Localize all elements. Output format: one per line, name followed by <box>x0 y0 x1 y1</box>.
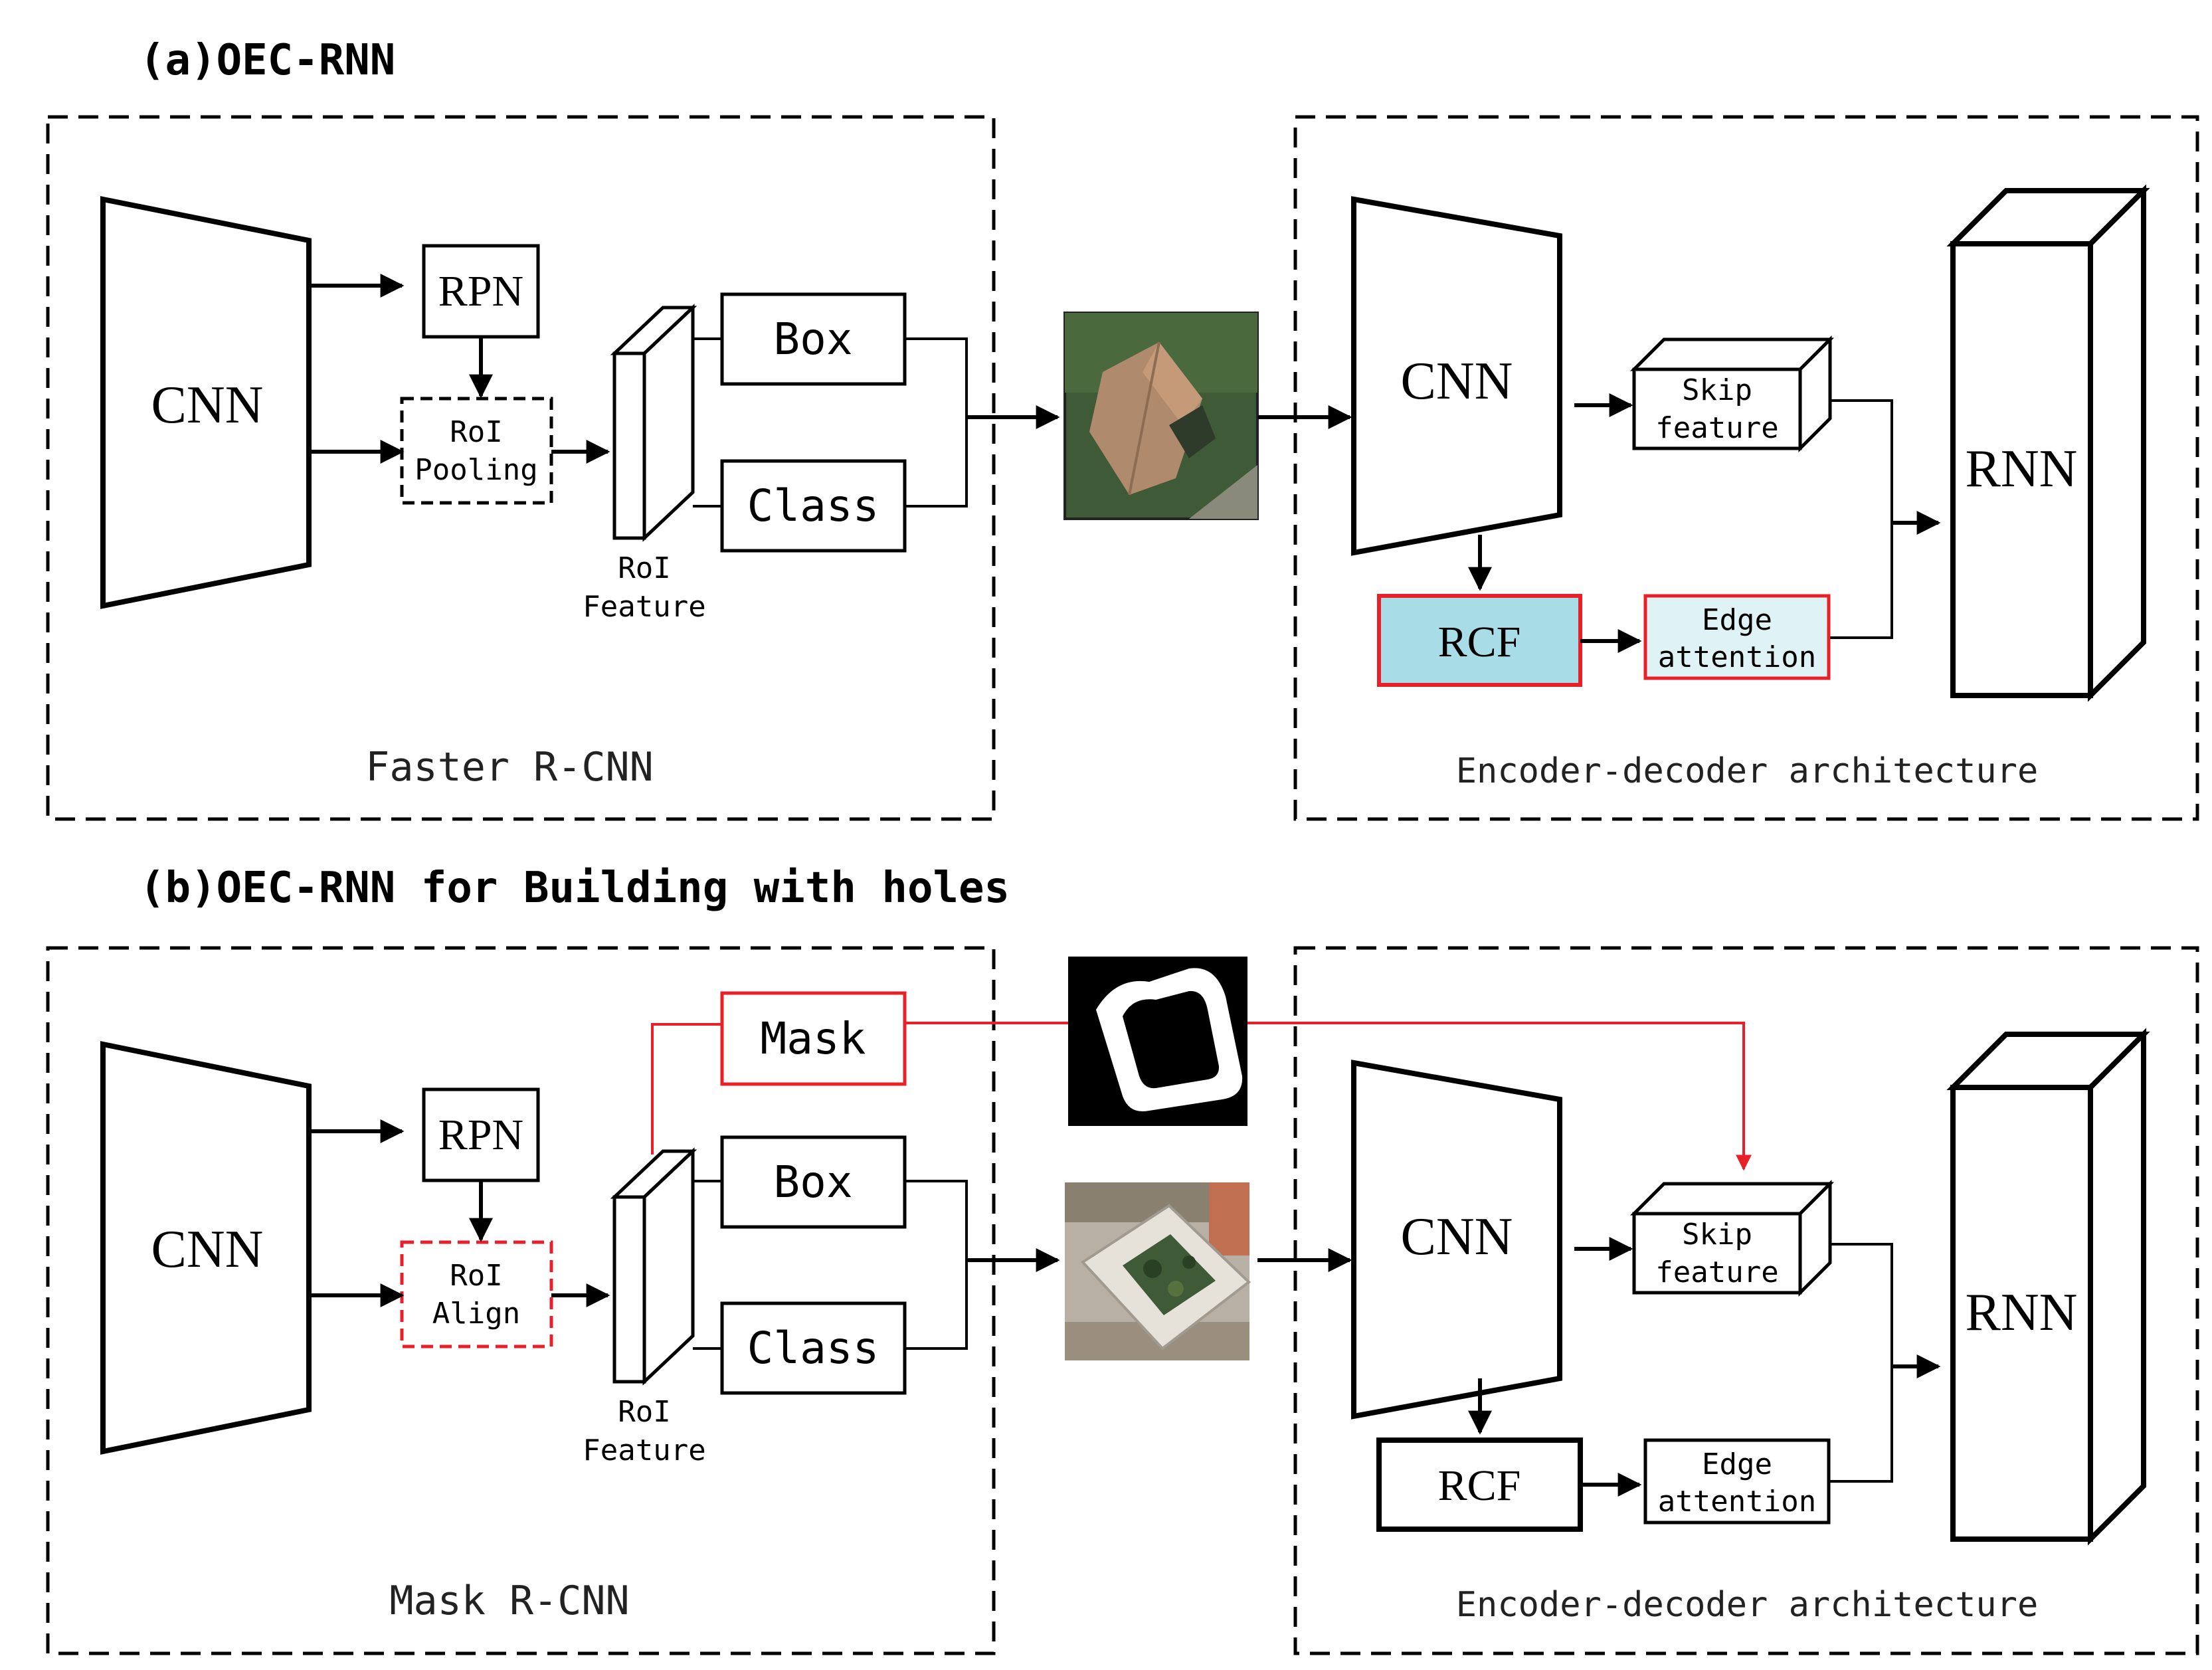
roi-feature-line2: Feature <box>583 590 705 624</box>
encoder-cnn-label: CNN <box>1401 352 1513 411</box>
panel-a: (a)OEC-RNN CNN RPN RoI Pooling RoI Featu… <box>46 36 2199 821</box>
backbone-cnn-a <box>100 196 312 609</box>
rnn-block-b <box>1946 1028 2150 1546</box>
mask-head <box>720 991 907 1086</box>
aerial-image-courtyard <box>1065 1182 1251 1360</box>
encoder-decoder-caption-b: Encoder-decoder architecture <box>1456 1585 2039 1625</box>
skip-feature-box-a <box>1629 335 1835 453</box>
aerial-image-roof <box>1063 312 1259 520</box>
encoder-cnn-label-b: CNN <box>1401 1208 1513 1266</box>
encoder-cnn-a <box>1351 196 1562 556</box>
rnn-block-a <box>1946 184 2150 702</box>
rpn-label-b: RPN <box>438 1111 523 1159</box>
roi-feature-slab-a <box>610 304 697 542</box>
box-head-b <box>720 1135 907 1229</box>
panel-a-title: (a)OEC-RNN <box>139 36 395 85</box>
encoder-decoder-caption-a: Encoder-decoder architecture <box>1456 751 2039 791</box>
edge-attention-box-b <box>1643 1438 1831 1525</box>
rcf-label-b: RCF <box>1438 1461 1521 1510</box>
box-label: Box <box>773 314 852 365</box>
roi-feature-line1-b: RoI <box>618 1395 670 1429</box>
faster-rcnn-caption: Faster R-CNN <box>365 744 653 790</box>
mask-rcnn-caption: Mask R-CNN <box>389 1578 629 1624</box>
skip-line1: Skip <box>1682 373 1752 407</box>
panel-b-title: (b)OEC-RNN for Building with holes <box>139 864 1010 913</box>
rnn-label: RNN <box>1966 440 2078 498</box>
merge-bracket-a <box>905 337 968 508</box>
rcf-box-a <box>1377 594 1582 687</box>
rpn-label: RPN <box>438 267 523 316</box>
edge-line2-b: attention <box>1658 1485 1816 1519</box>
roi-align-line2: Align <box>432 1297 520 1331</box>
box-label-b: Box <box>773 1157 852 1208</box>
roi-pooling-line2: Pooling <box>415 453 537 487</box>
rpn-box-b <box>422 1087 540 1182</box>
backbone-cnn-label-b: CNN <box>151 1220 264 1279</box>
roi-align-line1: RoI <box>450 1259 502 1293</box>
edge-line1: Edge <box>1702 603 1772 637</box>
roi-align-box <box>400 1240 553 1348</box>
mask-label: Mask <box>761 1013 866 1064</box>
class-head-b <box>720 1301 907 1395</box>
mask-rcnn-container <box>46 946 996 1655</box>
backbone-cnn-label: CNN <box>151 376 264 434</box>
rpn-box-a <box>422 244 540 339</box>
mask-to-skip-arrow <box>1247 1022 1752 1171</box>
skip-line2-b: feature <box>1655 1255 1778 1289</box>
skip-line1-b: Skip <box>1682 1218 1752 1252</box>
edge-attention-box-a <box>1643 594 1831 680</box>
roi-feature-line2-b: Feature <box>583 1434 705 1467</box>
class-head-a <box>720 459 907 553</box>
mask-branch-line <box>651 1023 722 1155</box>
edge-line2: attention <box>1658 640 1816 674</box>
box-head-a <box>720 292 907 386</box>
encoder-decoder-container-b <box>1293 946 2199 1655</box>
edge-line1-b: Edge <box>1702 1447 1772 1481</box>
roi-feature-slab-b <box>610 1147 697 1386</box>
rnn-label-b: RNN <box>1966 1283 2078 1342</box>
rcf-label: RCF <box>1438 618 1521 666</box>
mask-image <box>1068 957 1247 1126</box>
faster-rcnn-container <box>46 115 996 821</box>
merge-bracket-encoder-b <box>1830 1243 1893 1483</box>
skip-feature-box-b <box>1629 1179 1835 1297</box>
merge-bracket-encoder-a <box>1830 399 1893 639</box>
encoder-cnn-b <box>1351 1060 1562 1420</box>
merge-bracket-b <box>905 1180 968 1350</box>
backbone-cnn-b <box>100 1041 312 1455</box>
class-label-b: Class <box>747 1323 879 1374</box>
skip-line2: feature <box>1655 411 1778 445</box>
roi-feature-line1: RoI <box>618 551 670 585</box>
roi-pooling-box <box>400 397 553 505</box>
encoder-decoder-container-a <box>1293 115 2199 821</box>
class-label: Class <box>747 480 879 531</box>
panel-b: (b)OEC-RNN for Building with holes CNN R… <box>46 864 2199 1655</box>
roi-pooling-line1: RoI <box>450 415 502 449</box>
